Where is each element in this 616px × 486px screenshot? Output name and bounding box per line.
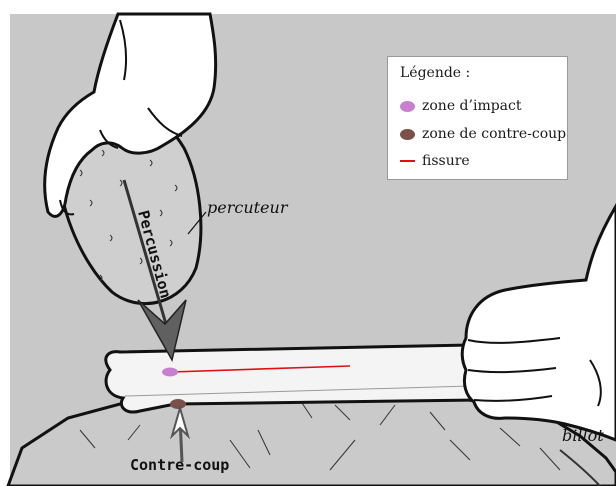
label-billot: billot	[562, 426, 604, 445]
impact-zone	[162, 368, 178, 377]
legend-item-label: fissure	[422, 153, 470, 169]
label-percuteur: percuteur	[207, 198, 289, 217]
contre-coup-swatch-icon	[400, 129, 415, 140]
impact-swatch-icon	[400, 101, 415, 112]
legend-title: Légende :	[400, 65, 470, 81]
legend-item-label: zone de contre-coup	[422, 126, 566, 142]
contre-coup-zone	[170, 399, 186, 409]
legend-item-contre-coup: zone de contre-coup	[400, 125, 566, 143]
top-margin	[0, 0, 616, 14]
legend-item-fissure: fissure	[400, 152, 470, 170]
left-margin	[0, 0, 10, 486]
legend-item-impact: zone d’impact	[400, 97, 522, 115]
bone	[106, 345, 478, 412]
fissure-line-icon	[400, 160, 415, 162]
legend: Légende : zone d’impact zone de contre-c…	[387, 56, 568, 180]
label-contre-coup: Contre-coup	[130, 456, 229, 474]
legend-item-label: zone d’impact	[422, 98, 522, 114]
